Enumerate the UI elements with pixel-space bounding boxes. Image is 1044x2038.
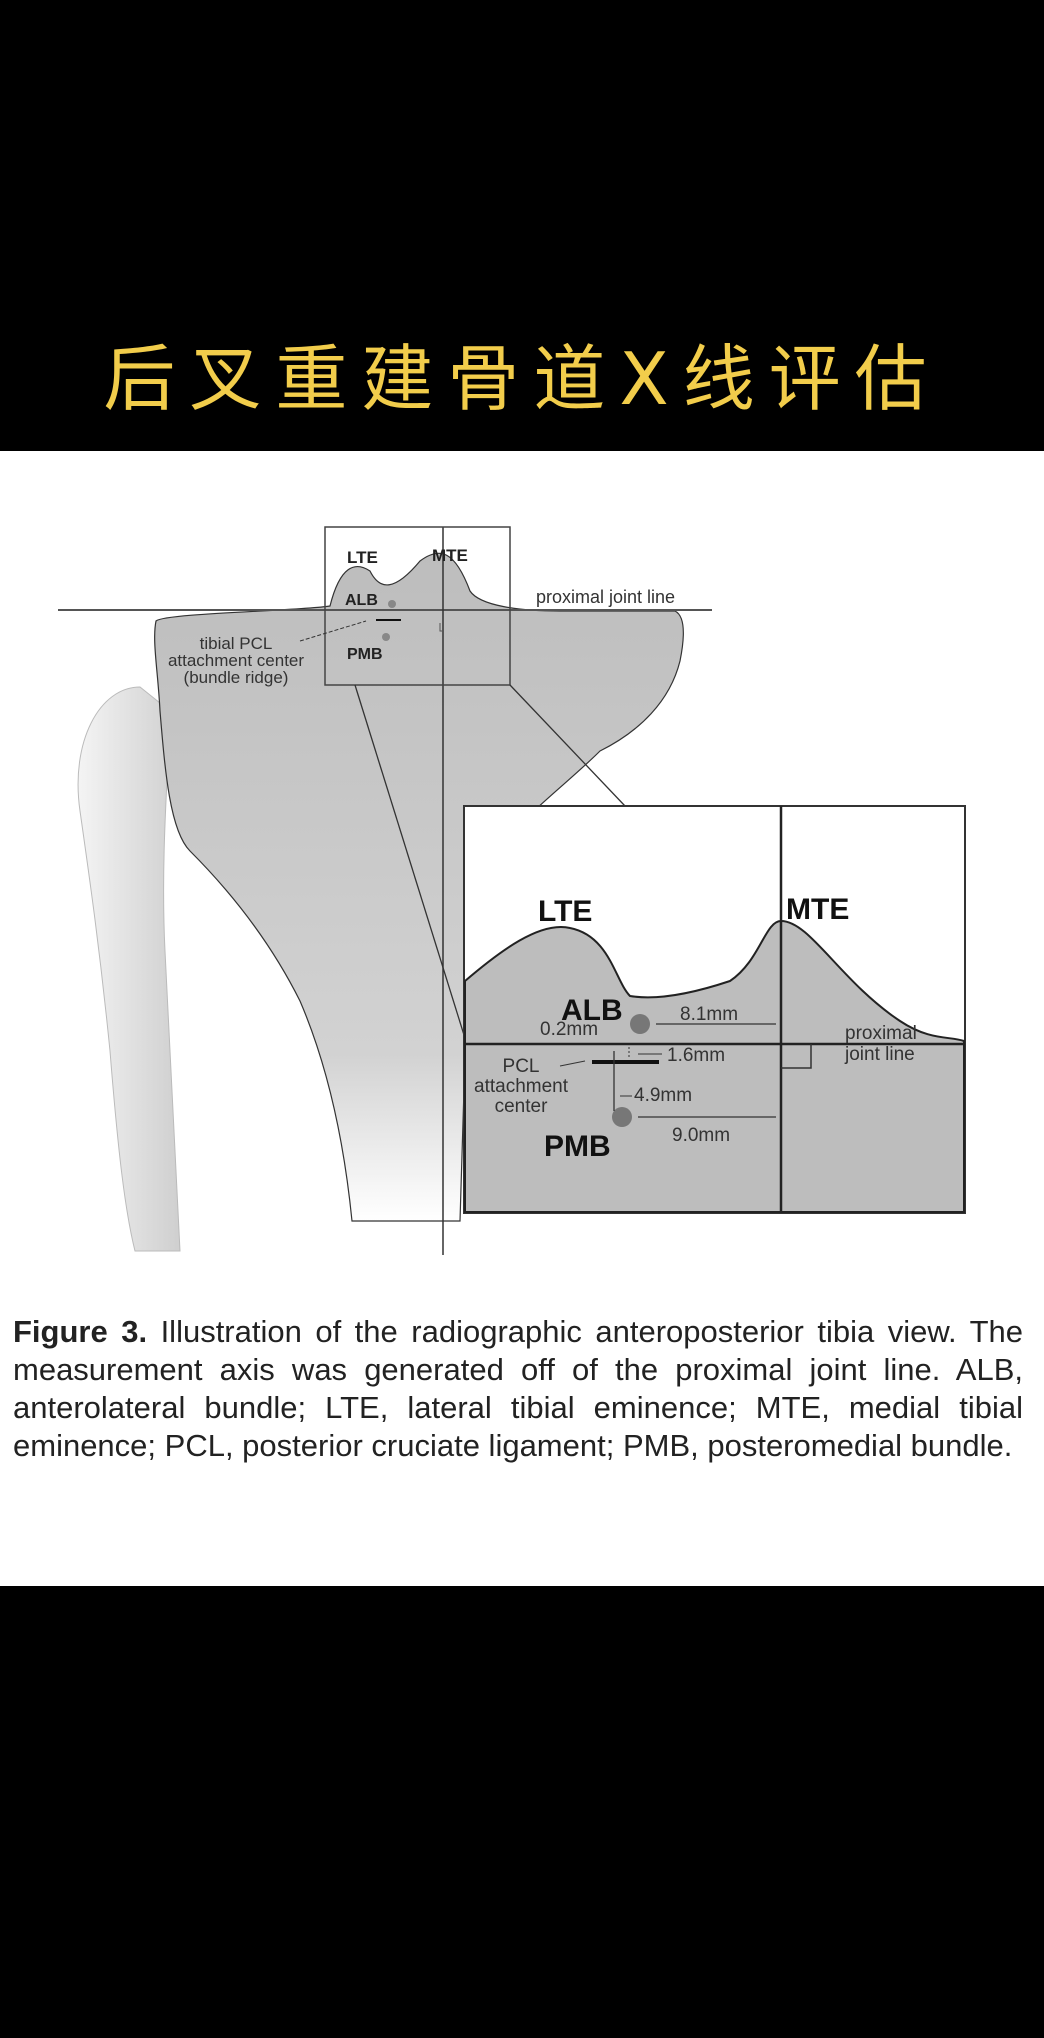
pmb-marker xyxy=(612,1107,632,1127)
alb-dot xyxy=(388,600,396,608)
dist-pcl: 1.6mm xyxy=(667,1045,725,1066)
caption-text: Illustration of the radiographic anterop… xyxy=(13,1314,1023,1463)
inset-label-pcl-2: attachment xyxy=(474,1076,569,1097)
dist-alb-offset: 0.2mm xyxy=(540,1019,598,1040)
label-lte-small: LTE xyxy=(347,548,378,567)
tibia-illustration: LTE MTE ALB PMB proximal joint line tibi… xyxy=(58,526,966,1255)
inset-label-joint-2: joint line xyxy=(844,1044,915,1065)
inset-label-alb: ALB xyxy=(561,994,623,1027)
alb-marker xyxy=(630,1014,650,1034)
figure-page: LTE MTE ALB PMB proximal joint line tibi… xyxy=(0,451,1044,1586)
label-pcl-3: (bundle ridge) xyxy=(184,668,289,687)
inset-label-pcl-3: center xyxy=(495,1096,548,1117)
dist-pmb-offset: 4.9mm xyxy=(634,1085,692,1106)
label-alb-small: ALB xyxy=(345,592,378,609)
inset-eminence-shape xyxy=(464,919,965,1213)
figure-caption: Figure 3. Illustration of the radiograph… xyxy=(13,1313,1023,1465)
label-mte-small: MTE xyxy=(432,546,468,565)
pcl-leader xyxy=(299,620,367,642)
inset-label-pmb: PMB xyxy=(544,1130,611,1163)
detail-box xyxy=(324,526,511,686)
connector-line xyxy=(354,684,465,1036)
pmb-dot xyxy=(382,633,390,641)
dist-alb-axis: 8.1mm xyxy=(680,1004,738,1025)
figure-label: Figure 3. xyxy=(13,1314,148,1349)
fibula-shape xyxy=(77,686,181,1252)
inset-label-joint-1: proximal xyxy=(845,1023,917,1044)
label-pcl-1: tibial PCL xyxy=(200,634,273,653)
connector-line xyxy=(509,684,626,807)
inset-magnified-view: LTE MTE ALB PMB proximal joint line PCL … xyxy=(463,805,966,1214)
label-joint-line: proximal joint line xyxy=(536,587,675,607)
banner-title: 后叉重建骨道X线评估 xyxy=(103,337,941,421)
tibia-shape xyxy=(154,552,684,1222)
inset-label-mte: MTE xyxy=(786,893,849,926)
label-pcl-2: attachment center xyxy=(168,651,304,670)
inset-label-lte: LTE xyxy=(538,895,592,928)
inset-label-pcl-1: PCL xyxy=(503,1056,540,1077)
label-pmb-small: PMB xyxy=(347,646,383,663)
dist-pmb-axis: 9.0mm xyxy=(672,1125,730,1146)
